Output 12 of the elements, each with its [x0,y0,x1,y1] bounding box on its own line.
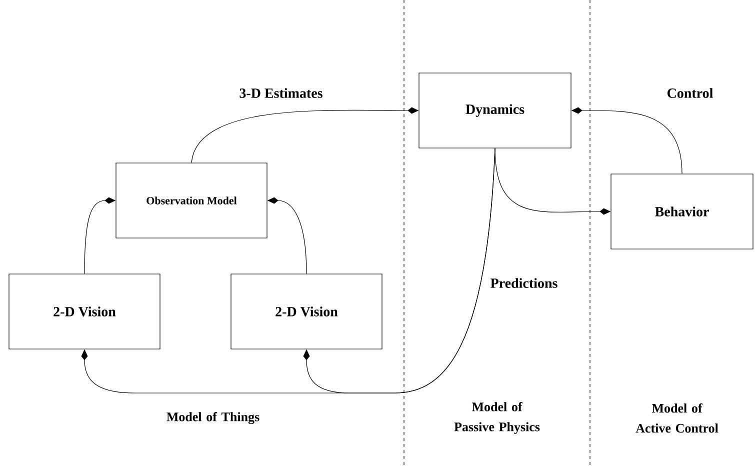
process-box: Behavior [610,174,754,250]
process-box: 2-D Vision [8,274,160,350]
edge-label: Predictions [489,277,559,289]
edge-label: 3-D Estimates [238,87,324,99]
section-label: Model of Passive Physics [454,402,540,434]
edge-label: Control [666,87,714,99]
process-box: Dynamics [418,72,572,148]
section-label: Model of Things [166,412,260,424]
process-box: Observation Model [116,162,268,238]
section-label: Model of Active Control [636,403,718,433]
arrow [303,148,496,394]
process-box: 2-D Vision [230,274,382,350]
